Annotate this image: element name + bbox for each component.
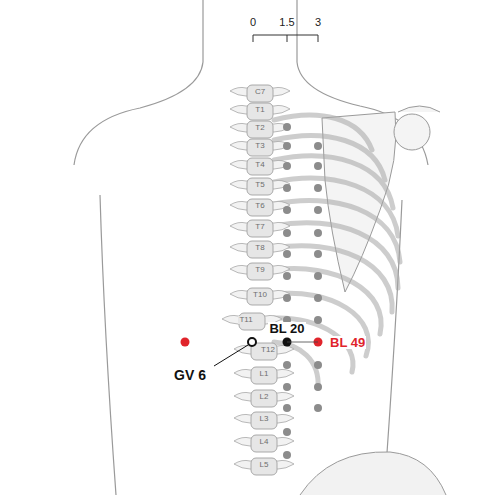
- vertebra-label: L1: [259, 370, 270, 378]
- vertebra-label: T3: [254, 142, 265, 150]
- vertebra-label: T1: [254, 106, 265, 114]
- ribs: [274, 115, 400, 388]
- vertebra-label: T6: [254, 202, 265, 210]
- leader-line: [214, 345, 248, 366]
- vertebra-label: C7: [254, 88, 266, 96]
- scale-number: 0: [249, 17, 257, 28]
- vertebra-label: T8: [254, 244, 265, 252]
- point-label: BL 20: [268, 322, 305, 335]
- vertebra-label: L5: [259, 461, 270, 469]
- vertebra-label: T9: [254, 266, 265, 274]
- measure-line: [287, 342, 318, 343]
- spine: [222, 85, 294, 475]
- point-label: GV 6: [173, 368, 207, 382]
- bl49-dot-left: [181, 338, 190, 347]
- vertebra-label: L4: [259, 438, 270, 446]
- scale-bracket: [253, 35, 318, 42]
- vertebra-label: T2: [254, 124, 265, 132]
- vertebra-label: T7: [254, 223, 265, 231]
- pelvis: [300, 452, 446, 495]
- vertebra-label: T12: [260, 346, 276, 354]
- scale-number: 1.5: [278, 17, 295, 28]
- vertebra-label: T11: [238, 316, 253, 324]
- gv6-dot: [248, 338, 256, 346]
- acupoint-dots: [283, 123, 322, 459]
- vertebra-label: T5: [254, 181, 265, 189]
- vertebra-label: L3: [259, 415, 270, 423]
- vertebra-label: T10: [252, 291, 268, 299]
- vertebra-label: T4: [254, 161, 265, 169]
- scale-number: 3: [314, 17, 322, 28]
- vertebra-label: L2: [259, 393, 270, 401]
- point-label: BL 49: [329, 336, 366, 349]
- body-outline: [74, 0, 428, 495]
